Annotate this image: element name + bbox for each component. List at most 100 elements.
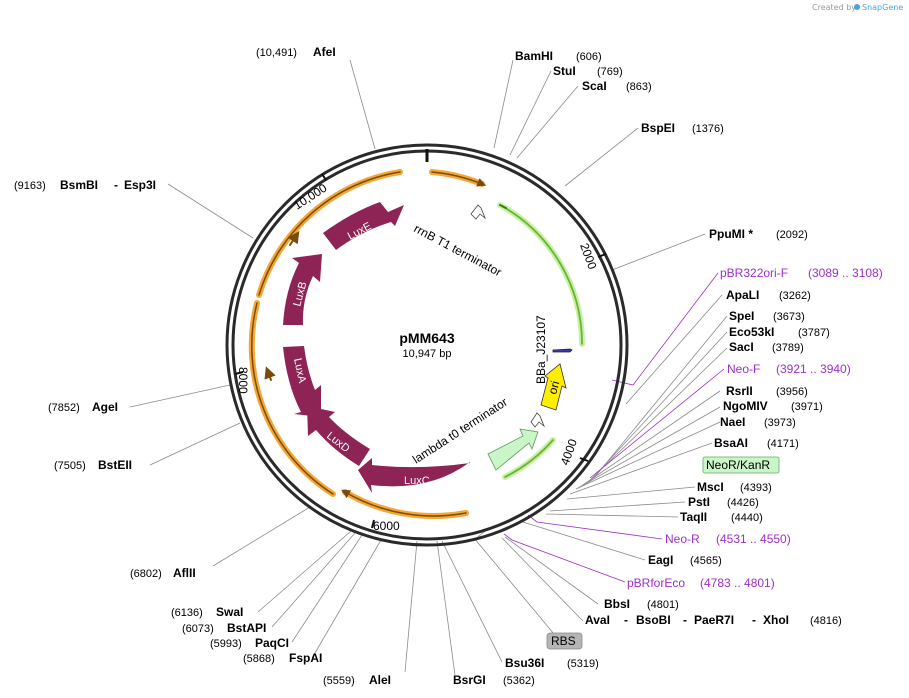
enzyme-name: BspEI [641,121,675,135]
primer-range: (3921 .. 3940) [776,362,851,376]
enzyme-pos: (4440) [731,512,763,524]
enzyme-pos: (769) [597,66,623,78]
enzyme-pos: (3973) [764,417,796,429]
enzyme-labels: (10,491) AfeI BamHI (606) StuI (769) Sca… [14,45,842,687]
enzyme-pos: (10,491) [256,47,297,59]
primer-range: (3089 .. 3108) [808,266,883,280]
rrnb-terminator-icon [470,204,486,220]
tick-label-4000: 4000 [558,437,580,467]
rbs-box: RBS [546,632,583,650]
enzyme-pos: (606) [576,51,602,63]
enzyme-name: FspAI [289,651,322,665]
enzyme-name: PaqCI [255,636,289,650]
enzyme-name: BamHI [515,49,553,63]
enzyme-name: BsmBI [60,178,98,192]
enzyme-name: PstI [688,495,710,509]
enzyme-pos: (6802) [130,568,162,580]
enzyme-pos: (5319) [567,658,599,670]
enzyme-pos: (4801) [647,599,679,611]
enzyme-pos: (3789) [772,342,804,354]
enzyme-name: ScaI [582,79,607,93]
primer-range: (4783 .. 4801) [700,576,775,590]
enzyme-name: MscI [697,480,724,494]
enzyme-name: PaeR7I [694,613,734,627]
bba-label: BBa_J23107 [534,315,548,384]
enzyme-pos: (3787) [798,327,830,339]
enzyme-name: ApaLI [726,288,759,302]
enzyme-pos: (1376) [692,123,724,135]
enzyme-name: RsrII [726,384,753,398]
credit-prefix: Created by [812,3,856,12]
luxC-label: LuxC [404,475,430,487]
enzyme-name: AgeI [92,400,118,414]
primer-name: Neo-F [727,362,760,376]
enzyme-name: NaeI [720,415,745,429]
enzyme-name: EagI [648,553,673,567]
tick-marks [234,173,607,529]
enzyme-dash: - [752,613,756,627]
enzyme-pos: (4426) [727,497,759,509]
snapgene-logo-icon [854,4,860,10]
primer-name: pBRforEco [627,576,685,590]
enzyme-name: Esp3I [124,178,156,192]
lambda-terminator-icon [530,412,545,428]
enzyme-pos: (4393) [740,482,772,494]
lux-features [283,202,470,493]
primer-name: Neo-R [665,532,700,546]
enzyme-pos: (6136) [171,607,203,619]
enzyme-name: BsaAI [714,436,748,450]
enzyme-pos: (7852) [48,402,80,414]
neo-box: NeoR/KanR [702,456,780,474]
enzyme-name: BsrGI [453,673,486,687]
enzyme-pos: (4171) [767,438,799,450]
enzyme-pos: (3971) [791,401,823,413]
enzyme-name: BstAPI [227,621,266,635]
rrnb-label: rrnB T1 terminator [412,221,504,279]
enzyme-name: SacI [729,340,754,354]
enzyme-name: AleI [369,673,391,687]
enzyme-name: SpeI [729,309,754,323]
snapgene-credit: Created by SnapGene [812,3,903,12]
enzyme-name: Eco53kI [729,325,774,339]
tick-label-8000: 8000 [236,367,250,394]
enzyme-pos: (9163) [14,180,46,192]
terminator-glyphs [470,204,573,428]
enzyme-name: BsoBI [636,613,671,627]
luxA-label: LuxA [291,357,308,385]
enzyme-pos: (5362) [503,675,535,687]
enzyme-name: BbsI [604,597,630,611]
neo-feature [487,428,539,471]
enzyme-pos: (5559) [323,675,355,687]
enzyme-pos: (3673) [773,311,805,323]
rbs-label: RBS [551,634,576,648]
orange-features [248,169,487,519]
enzyme-pos: (4816) [810,615,842,627]
luxA-arrow [283,346,321,417]
leader-lines [129,59,728,676]
neo-label: NeoR/KanR [706,458,770,472]
enzyme-name: SwaI [216,605,243,619]
credit-brand: SnapGene [862,3,903,12]
enzyme-pos: (3262) [779,290,811,302]
backbone [225,143,629,547]
luxC-arrow [358,458,470,493]
luxE-arrow [323,202,404,250]
luxB-arrow [283,254,322,325]
enzyme-dash: - [624,613,628,627]
enzyme-pos: (2092) [776,229,808,241]
tick-label-2000: 2000 [577,241,599,271]
plasmid-size: 10,947 bp [403,348,452,360]
enzyme-name: AfeI [313,45,336,59]
plasmid-name: pMM643 [399,330,454,346]
ori-feature [540,363,567,411]
ori-label: ori [545,379,562,396]
enzyme-name: Bsu36I [505,656,544,670]
bba-promoter-icon [552,348,573,353]
enzyme-name: XhoI [763,613,789,627]
enzyme-pos: (3956) [776,386,808,398]
primer-name: pBR322ori-F [720,266,788,280]
enzyme-name: StuI [553,64,576,78]
enzyme-name: NgoMIV [723,399,768,413]
enzyme-pos: (863) [626,81,652,93]
